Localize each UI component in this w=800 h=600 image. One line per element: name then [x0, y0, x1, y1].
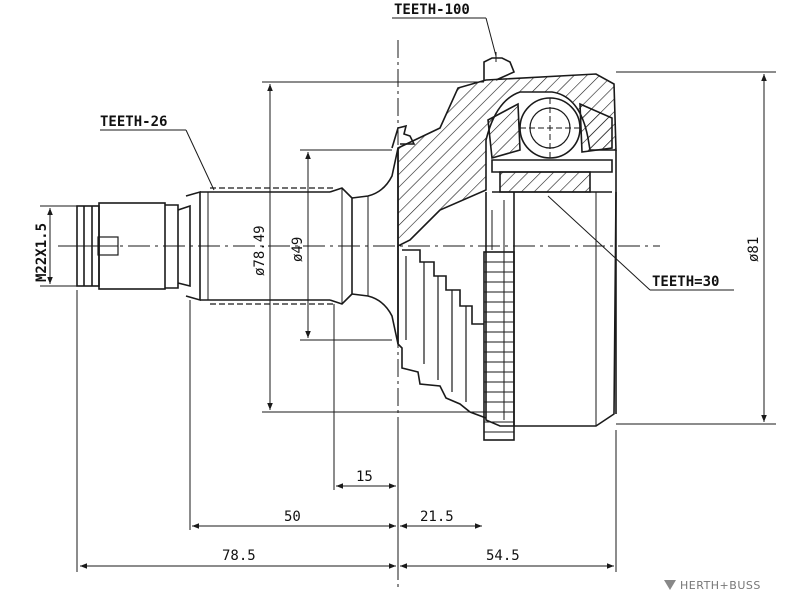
- length-54-label: 54.5: [486, 548, 520, 564]
- abs-ring: [483, 251, 515, 441]
- teeth-top-label: TEETH-100: [394, 2, 470, 18]
- brand-label: HERTH+BUSS: [680, 579, 761, 592]
- bell-housing: [397, 52, 617, 248]
- threaded-end: [74, 190, 201, 302]
- diameter-49-label: ø49: [290, 237, 306, 262]
- length-78-label: 78.5: [222, 548, 256, 564]
- ball-cage: [487, 97, 613, 193]
- length-50-label: 50: [284, 509, 301, 525]
- teeth-ring-label: TEETH=30: [652, 274, 719, 290]
- length-15-label: 15: [356, 469, 373, 485]
- diameter-81-label: ø81: [746, 237, 762, 262]
- teeth-shaft-label: TEETH-26: [100, 114, 167, 130]
- brand-logo-icon: HERTH+BUSS: [664, 579, 761, 592]
- leader-lines: [100, 17, 734, 291]
- extension-lines: [40, 71, 776, 572]
- dimension-lines: [47, 74, 767, 569]
- diameter-78-label: ø78.49: [252, 225, 268, 276]
- boot: [397, 246, 487, 419]
- thread-label: M22X1.5: [34, 223, 50, 282]
- length-21-label: 21.5: [420, 509, 454, 525]
